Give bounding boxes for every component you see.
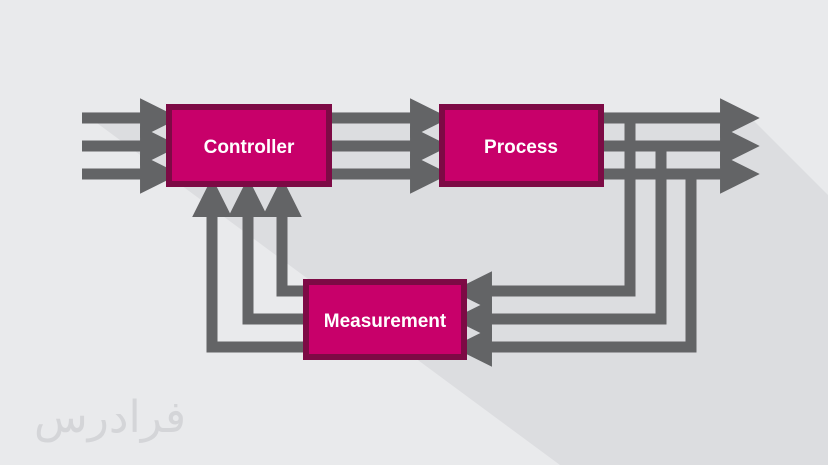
feedback-arrow-2 bbox=[452, 146, 667, 339]
process-block: Process bbox=[439, 104, 604, 187]
measurement-arrow-3 bbox=[192, 177, 306, 353]
measurement-block: Measurement bbox=[303, 279, 467, 360]
process-label: Process bbox=[484, 137, 558, 158]
arrows bbox=[82, 98, 760, 367]
watermark-logo: فرادرس bbox=[34, 392, 186, 443]
feedback-arrow-3 bbox=[452, 174, 697, 367]
feedback-arrow-1 bbox=[452, 118, 636, 311]
controller-block: Controller bbox=[166, 104, 332, 187]
measurement-arrow-2 bbox=[228, 177, 306, 325]
measurement-arrow-1 bbox=[262, 177, 306, 297]
measurement-label: Measurement bbox=[324, 311, 447, 332]
controller-label: Controller bbox=[204, 137, 295, 158]
